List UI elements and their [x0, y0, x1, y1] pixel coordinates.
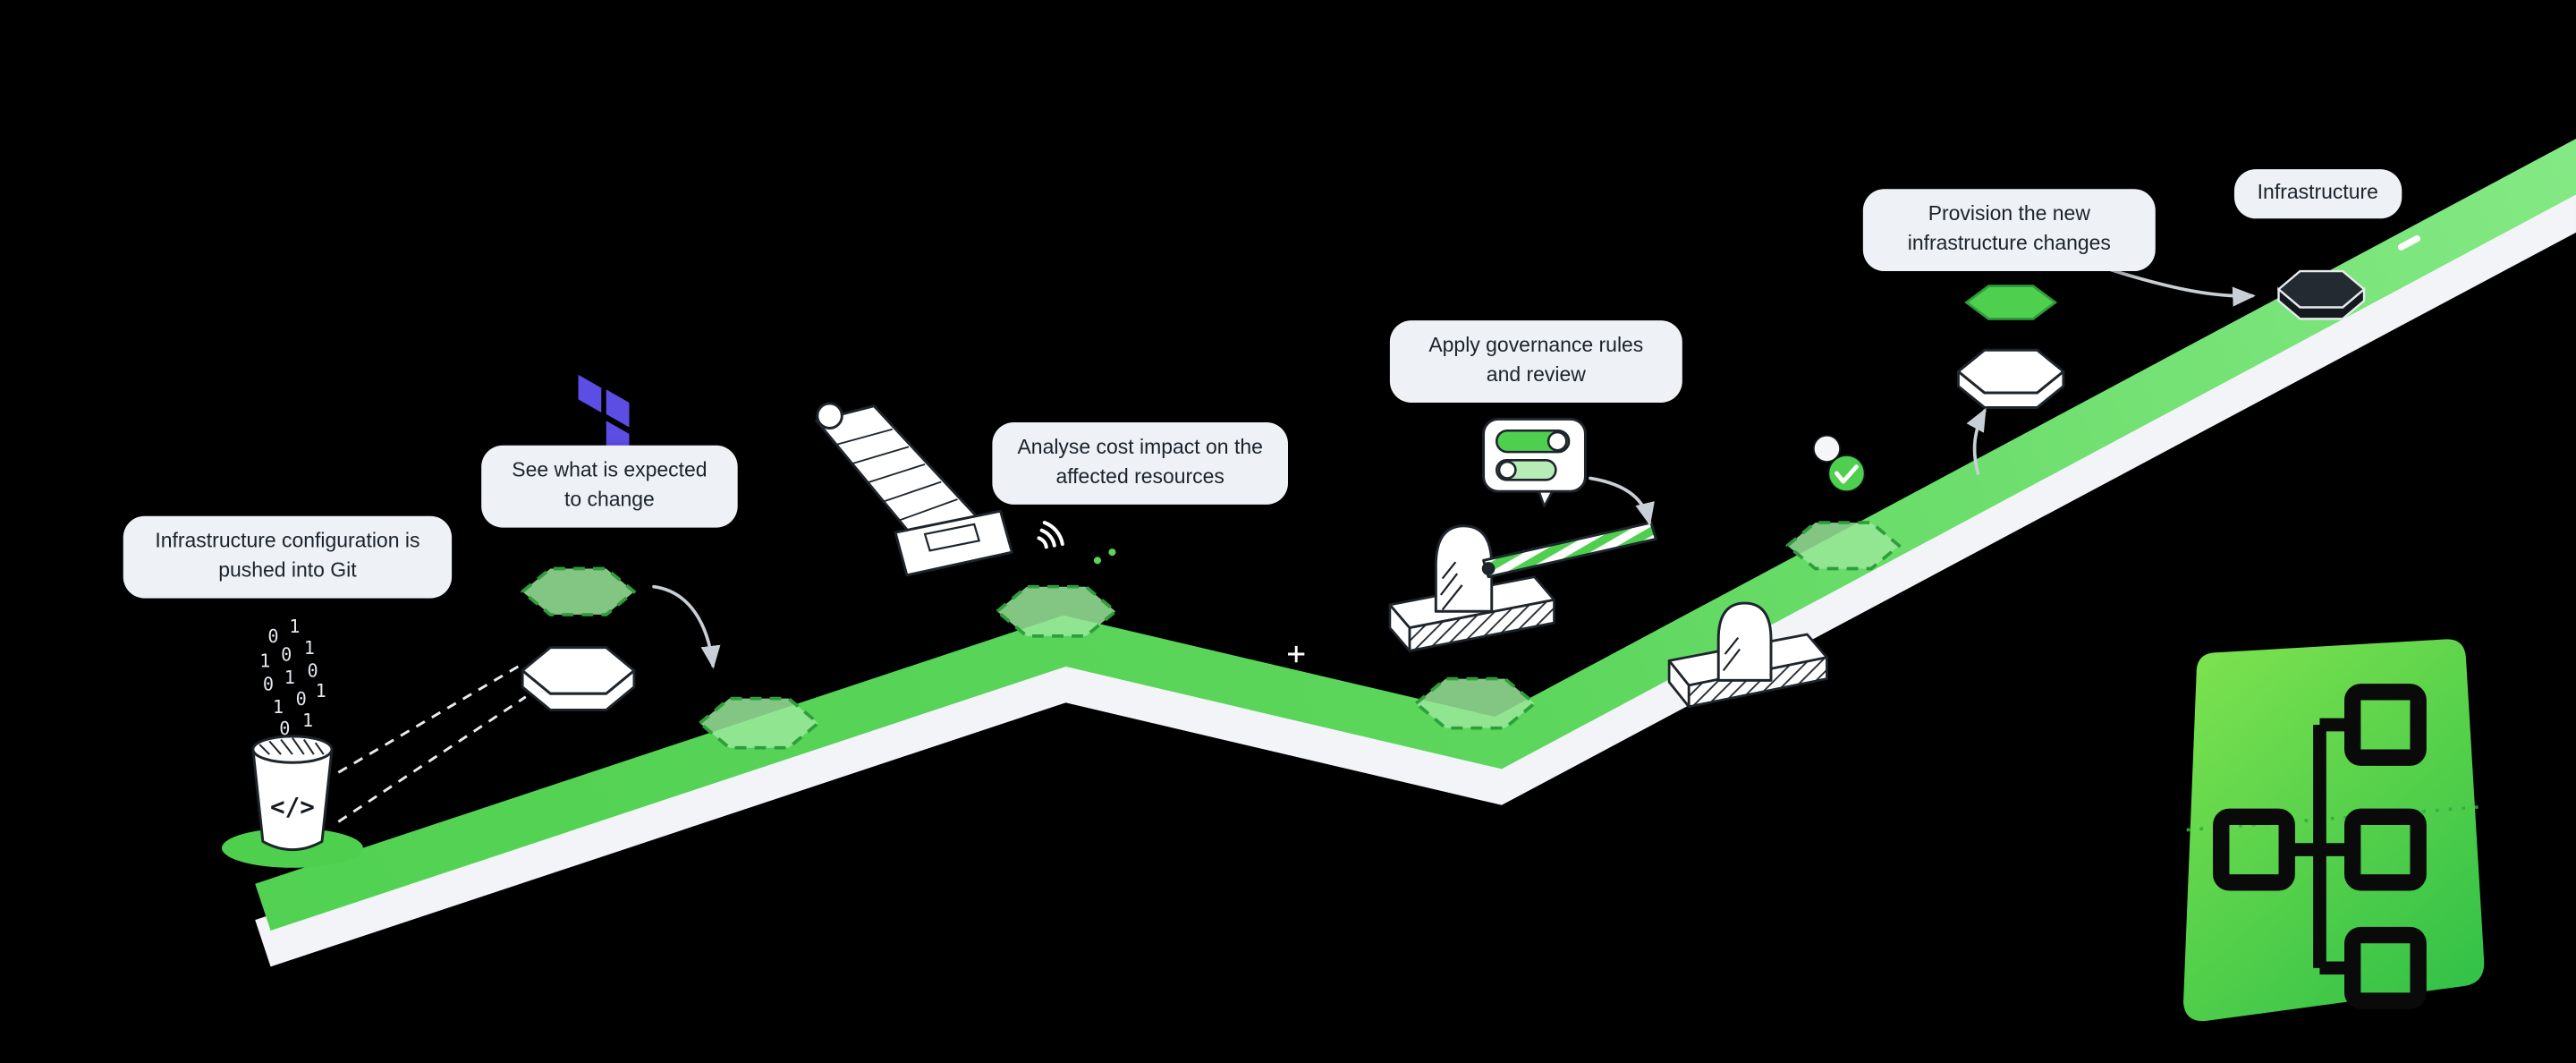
binary-digit: 1: [303, 637, 315, 659]
flow-arrows: [652, 261, 2256, 669]
tree-node: [2344, 684, 2427, 766]
callout-cost-impact: Analyse cost impact on the affected reso…: [992, 422, 1288, 504]
road-dash-icon: [2397, 234, 2421, 251]
toll-gate-2-icon: [1667, 434, 1866, 709]
dashed-hexagon-icon: [996, 584, 1117, 638]
arrow-icon: [2088, 261, 2256, 307]
callout-provision: Provision the new infrastructure changes: [1862, 189, 2156, 271]
dark-hexagon-icon: [2276, 269, 2366, 309]
tree-node: [2344, 808, 2427, 891]
check-icon: [1835, 464, 1859, 484]
binary-digit: 0: [307, 660, 318, 683]
infrastructure-logo-icon: [2183, 639, 2485, 1022]
barrier-arm: [1482, 521, 1657, 579]
callout-infrastructure: Infrastructure: [2233, 169, 2402, 218]
binary-digit: 0: [267, 625, 279, 648]
callout-git-push: Infrastructure configuration is pushed i…: [123, 515, 453, 598]
binary-digit: 1: [315, 680, 326, 702]
green-hexagon-icon: [1964, 285, 2058, 320]
hex-stones: [521, 269, 2366, 750]
sparkle-icon: [1287, 645, 1305, 663]
dashed-hexagon-icon: [521, 566, 636, 617]
binary-digit: 1: [272, 696, 284, 719]
arrow-icon: [652, 584, 721, 669]
tree-node: [2213, 808, 2295, 891]
dashed-hexagon-icon: [1785, 521, 1902, 571]
binary-digit: 1: [259, 651, 271, 673]
white-hexagon-icon: [521, 646, 636, 695]
arrow-icon: [1966, 407, 1987, 475]
code-glyph: </>: [270, 793, 315, 821]
callout-governance: Apply governance rules and review: [1389, 320, 1682, 403]
ball-icon: [1812, 434, 1842, 463]
arrow-icon: [1589, 476, 1655, 526]
signal-waves-icon: [1037, 521, 1064, 549]
dashed-hexagon-icon: [1414, 676, 1537, 730]
binary-digit: 0: [295, 688, 307, 710]
green-dot-icon: [1093, 557, 1101, 565]
callout-expected-change: See what is expected to change: [481, 445, 738, 527]
check-circle-icon: [1827, 454, 1866, 493]
tree-connectors: [2286, 718, 2353, 975]
green-dot-icon: [1108, 549, 1116, 557]
dashed-hexagon-icon: [698, 696, 820, 750]
tree-node: [2344, 926, 2427, 1009]
green-road: [255, 139, 2576, 967]
code-cup-icon: </>: [221, 662, 527, 868]
cost-receipt-icon: [815, 402, 1013, 577]
binary-digit: 1: [284, 667, 295, 689]
binary-digit: 1: [301, 710, 314, 732]
binary-digit: 1: [289, 616, 301, 638]
white-hexagon-icon: [1956, 348, 2065, 395]
binary-digit: 0: [281, 643, 292, 666]
binary-digit: 0: [262, 674, 275, 695]
binary-digit: 0: [279, 718, 291, 740]
toll-gate-icon: [1388, 521, 1657, 652]
projection-dashed-lines: [337, 662, 527, 823]
policy-toggles-bubble-icon: [1482, 417, 1587, 507]
